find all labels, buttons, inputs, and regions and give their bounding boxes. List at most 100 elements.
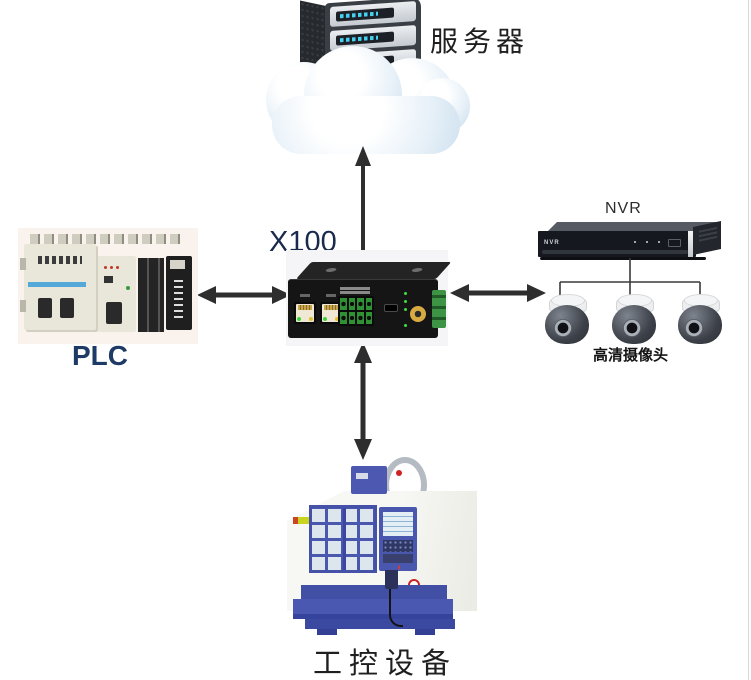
port-led-green	[323, 317, 327, 321]
control-keypad	[383, 540, 413, 552]
ethernet-port-inner	[322, 304, 340, 322]
pendant-cable	[389, 589, 403, 627]
plc-clip	[20, 300, 26, 312]
server-bay	[330, 0, 416, 28]
screw-icon	[410, 268, 424, 272]
port-led-green	[297, 317, 301, 321]
terminal-cell	[348, 312, 355, 324]
machine-base	[293, 599, 453, 619]
plc-led	[104, 266, 107, 269]
status-led	[404, 300, 407, 303]
port-led-amber	[309, 317, 313, 321]
nvr-indicator-led	[646, 241, 648, 243]
plc-slot	[106, 302, 122, 324]
machine-base-plinth	[305, 619, 455, 629]
status-led	[404, 324, 407, 327]
machine-base-step	[301, 585, 447, 599]
status-led	[404, 308, 407, 311]
control-panel	[379, 507, 417, 571]
camera-lens	[554, 319, 572, 337]
status-led	[404, 292, 407, 295]
nvr-vents	[699, 226, 717, 242]
side-terminal-block	[432, 290, 446, 328]
camera-lens	[623, 319, 641, 337]
camera-lens	[685, 319, 703, 337]
emergency-button-icon	[396, 470, 402, 476]
plc-module	[20, 244, 96, 330]
port-led-amber	[335, 317, 339, 321]
ethernet-port-icon	[320, 302, 342, 324]
nvr-camera-wiring	[545, 258, 715, 298]
ethernet-port-icon	[294, 302, 316, 324]
plc-led	[110, 266, 113, 269]
terminal-cell	[357, 312, 364, 324]
terminal-cell	[340, 312, 347, 324]
server-label: 服务器	[430, 25, 530, 58]
arrow-gateway-nvr	[450, 280, 546, 306]
gateway-front-face	[288, 279, 438, 338]
nvr-base-shadow	[540, 257, 706, 260]
terminal-tag	[340, 291, 370, 294]
nvr-device-text: NVR	[544, 240, 560, 246]
page-edge-line	[748, 0, 749, 680]
screw-icon	[324, 268, 338, 272]
machine-doors	[309, 505, 377, 573]
plc-led-green	[126, 286, 130, 290]
nvr-usb-port	[668, 239, 681, 247]
plc-led	[116, 266, 119, 269]
arrow-gateway-to-cloud	[352, 146, 374, 254]
cnc-machine	[265, 455, 485, 645]
terminal-cell	[357, 298, 364, 310]
terminal-cell	[348, 298, 355, 310]
machine-logo-sticker	[293, 517, 312, 524]
machine-foot	[317, 629, 337, 635]
terminal-cell	[365, 312, 372, 324]
nvr-silver-stripe	[688, 231, 693, 257]
plc-clip	[20, 258, 26, 270]
plc-blue-stripe	[28, 282, 86, 287]
port-pins	[298, 305, 312, 310]
plc-label: PLC	[72, 340, 128, 371]
gateway-device	[286, 250, 452, 346]
cloud-server-node	[266, 0, 470, 158]
plc-slot	[38, 298, 52, 318]
cameras-label: 高清摄像头	[593, 347, 669, 364]
spindle-head	[351, 466, 387, 494]
nvr-device: NVR	[538, 220, 722, 264]
nvr-front-face: NVR	[538, 231, 696, 257]
control-screen	[383, 512, 413, 536]
plc-top-connectors	[30, 234, 180, 244]
ethernet-port-inner	[296, 304, 314, 322]
spindle-head-label	[356, 473, 368, 479]
dome-camera-icon	[607, 294, 661, 346]
arrow-plc-gateway	[197, 282, 291, 308]
plc-io-cards	[138, 258, 164, 332]
machine-label: 工控设备	[313, 646, 458, 680]
terminal-tag	[340, 287, 370, 290]
dome-camera-icon	[540, 294, 594, 346]
plc-device	[18, 228, 198, 344]
terminal-block	[338, 296, 374, 326]
server-bay-strip	[336, 31, 394, 46]
machine-foot	[415, 629, 435, 635]
nvr-groove	[542, 250, 688, 254]
cloud-icon	[272, 96, 460, 154]
nvr-side-face	[693, 221, 721, 255]
control-keypad-row	[383, 554, 413, 563]
terminal-cell	[340, 298, 347, 310]
terminal-cell	[365, 298, 372, 310]
port-pins	[324, 305, 338, 310]
plc-slot	[60, 298, 74, 318]
arrow-gateway-machine	[351, 342, 375, 460]
pendant-stripe	[385, 565, 398, 570]
nvr-indicator-led	[658, 241, 660, 243]
dome-camera-icon	[673, 294, 727, 346]
plc-module-ticks	[174, 278, 183, 318]
plc-module-label	[170, 260, 185, 269]
plc-vents	[38, 256, 82, 264]
plc-module	[98, 256, 136, 332]
plc-module	[166, 256, 192, 330]
port-tag	[300, 294, 310, 297]
usb-port-icon	[384, 304, 398, 312]
